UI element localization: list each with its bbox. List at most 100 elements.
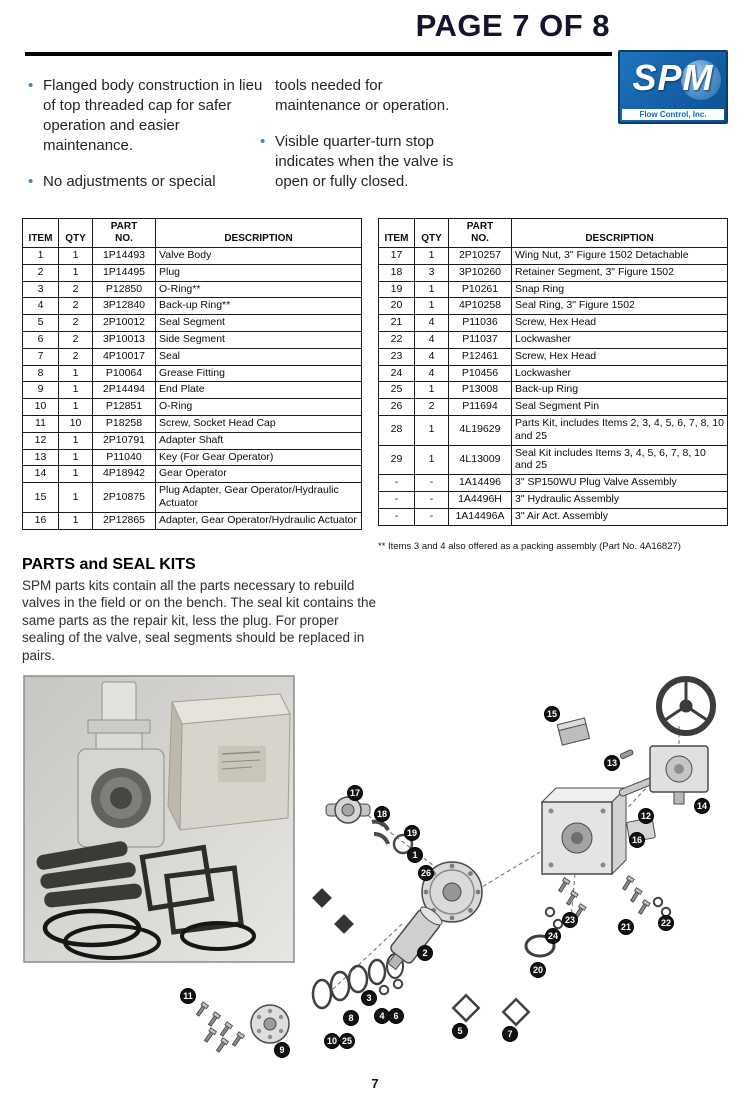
- qty-cell: 2: [58, 347, 93, 366]
- bullet-column-right: •tools needed for maintenance or operati…: [260, 76, 465, 208]
- qty-cell: 2: [414, 398, 449, 416]
- diagram-callout-5: 5: [452, 1023, 468, 1039]
- diagram-callout-10: 10: [324, 1033, 340, 1049]
- diagram-callout-8: 8: [343, 1010, 359, 1026]
- part-cell: P13008: [448, 381, 512, 400]
- qty-cell: 1: [58, 364, 93, 383]
- desc-cell: Seal Kit includes Items 3, 4, 5, 6, 7, 8…: [511, 444, 728, 476]
- desc-cell: Adapter Shaft: [155, 431, 362, 450]
- bullet-marker-icon: •: [28, 172, 34, 190]
- packing-assembly-footnote: ** Items 3 and 4 also offered as a packi…: [378, 541, 681, 552]
- diagram-callout-2: 2: [417, 945, 433, 961]
- diagram-callout-20: 20: [530, 962, 546, 978]
- part-cell: P11036: [448, 314, 512, 332]
- qty-cell: 1: [58, 482, 93, 513]
- desc-cell: Valve Body: [155, 247, 362, 265]
- desc-cell: Wing Nut, 3" Figure 1502 Detachable: [511, 247, 728, 265]
- diagram-callout-3: 3: [361, 990, 377, 1006]
- diagram-callout-13: 13: [604, 755, 620, 771]
- bullet-text: Flanged body construction in lieu of top…: [43, 77, 263, 154]
- item-cell: -: [378, 490, 415, 509]
- diagram-callout-9: 9: [274, 1042, 290, 1058]
- item-cell: 10: [22, 398, 59, 416]
- diagram-callout-12: 12: [638, 808, 654, 824]
- item-cell: 5: [22, 314, 59, 332]
- item-cell: 15: [22, 482, 59, 513]
- qty-cell: 1: [58, 398, 93, 416]
- desc-cell: Snap Ring: [511, 280, 728, 299]
- header-qty: QTY: [414, 218, 449, 248]
- qty-cell: 2: [58, 297, 93, 316]
- item-cell: 1: [22, 247, 59, 265]
- qty-cell: -: [414, 507, 449, 526]
- qty-cell: 4: [414, 364, 449, 383]
- header-rule: [25, 52, 612, 56]
- item-cell: 18: [378, 263, 415, 282]
- item-cell: 25: [378, 381, 415, 400]
- item-cell: 16: [22, 511, 59, 530]
- item-cell: 23: [378, 347, 415, 366]
- bullet-item: •Visible quarter-turn stop indicates whe…: [260, 132, 465, 192]
- bullet-item: • Flanged body construction in lieu of to…: [28, 76, 266, 156]
- diagram-callout-7: 7: [502, 1026, 518, 1042]
- qty-cell: 1: [414, 297, 449, 316]
- part-cell: 1A14496A: [448, 507, 512, 526]
- part-cell: P10064: [92, 364, 156, 383]
- part-cell: 3P12840: [92, 297, 156, 316]
- part-cell: 4L13009: [448, 444, 512, 476]
- bullet-marker-icon: •: [28, 77, 34, 94]
- part-cell: 4P10017: [92, 347, 156, 366]
- item-cell: 14: [22, 465, 59, 484]
- part-cell: 2P10012: [92, 314, 156, 332]
- desc-cell: Grease Fitting: [155, 364, 362, 383]
- desc-cell: Key (For Gear Operator): [155, 448, 362, 467]
- bullet-item: •tools needed for maintenance or operati…: [260, 76, 465, 116]
- header-qty: QTY: [58, 218, 93, 248]
- page-title: PAGE 7 OF 8: [415, 8, 610, 43]
- spm-logo: SPM Flow Control, Inc.: [618, 50, 728, 124]
- handwheel-part: [656, 676, 716, 736]
- qty-cell: 4: [414, 314, 449, 332]
- qty-cell: 1: [58, 247, 93, 265]
- header-description: DESCRIPTION: [155, 218, 362, 248]
- part-cell: 2P10257: [448, 247, 512, 265]
- diagram-callout-11: 11: [180, 988, 196, 1004]
- part-cell: P12461: [448, 347, 512, 366]
- header-item: ITEM: [378, 218, 415, 248]
- qty-cell: 1: [58, 465, 93, 484]
- item-cell: 11: [22, 414, 59, 433]
- qty-cell: 10: [58, 414, 93, 433]
- diagram-callout-15: 15: [544, 706, 560, 722]
- header-item: ITEM: [22, 218, 59, 248]
- diagram-callout-21: 21: [618, 919, 634, 935]
- part-cell: 1P14495: [92, 263, 156, 282]
- stop-bracket-part: [556, 717, 591, 746]
- section-body: SPM parts kits contain all the parts nec…: [22, 578, 376, 663]
- item-cell: 17: [378, 247, 415, 265]
- item-cell: 6: [22, 330, 59, 349]
- item-cell: -: [378, 507, 415, 526]
- item-cell: 21: [378, 314, 415, 332]
- desc-cell: Lockwasher: [511, 364, 728, 383]
- part-cell: P11040: [92, 448, 156, 467]
- qty-cell: 1: [414, 414, 449, 446]
- part-cell: 4P10258: [448, 297, 512, 316]
- part-cell: 4L19629: [448, 414, 512, 446]
- header-part: PART NO.: [92, 218, 156, 248]
- diagram-callout-19: 19: [404, 825, 420, 841]
